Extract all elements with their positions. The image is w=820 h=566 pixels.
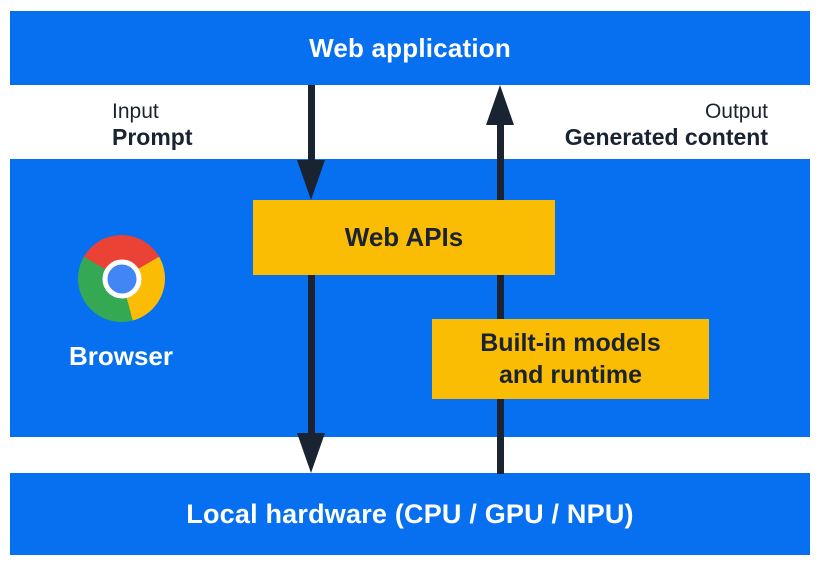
- browser-label: Browser: [68, 341, 174, 371]
- output-caption: Output: [704, 100, 768, 123]
- web-application-label: Web application: [309, 32, 511, 63]
- output-labels: Output Generated content: [565, 99, 768, 150]
- down-arrow-head-bottom: [297, 433, 325, 473]
- down-arrow-head-top: [297, 160, 325, 200]
- local-hardware-bar: Local hardware (CPU / GPU / NPU): [10, 473, 810, 555]
- up-arrow-line: [497, 120, 504, 474]
- up-arrow-head: [486, 85, 514, 125]
- local-hardware-label: Local hardware (CPU / GPU / NPU): [186, 498, 634, 529]
- builtin-models-label-line2: and runtime: [498, 361, 643, 389]
- input-caption: Input: [112, 100, 159, 123]
- web-application-bar: Web application: [10, 11, 810, 85]
- input-prompt-label: Prompt: [112, 124, 193, 150]
- web-apis-box: Web APIs: [253, 200, 555, 275]
- builtin-models-box: Built-in models and runtime: [432, 319, 709, 399]
- chrome-logo-icon: [78, 235, 165, 322]
- down-arrow-line-bottom: [308, 275, 315, 440]
- down-arrow-line-top: [308, 85, 315, 166]
- input-labels: Input Prompt: [112, 99, 193, 150]
- chrome-logo-hub: [102, 259, 141, 298]
- output-generated-content-label: Generated content: [564, 124, 768, 150]
- web-apis-label: Web APIs: [344, 222, 464, 252]
- builtin-models-label-line1: Built-in models: [480, 329, 661, 357]
